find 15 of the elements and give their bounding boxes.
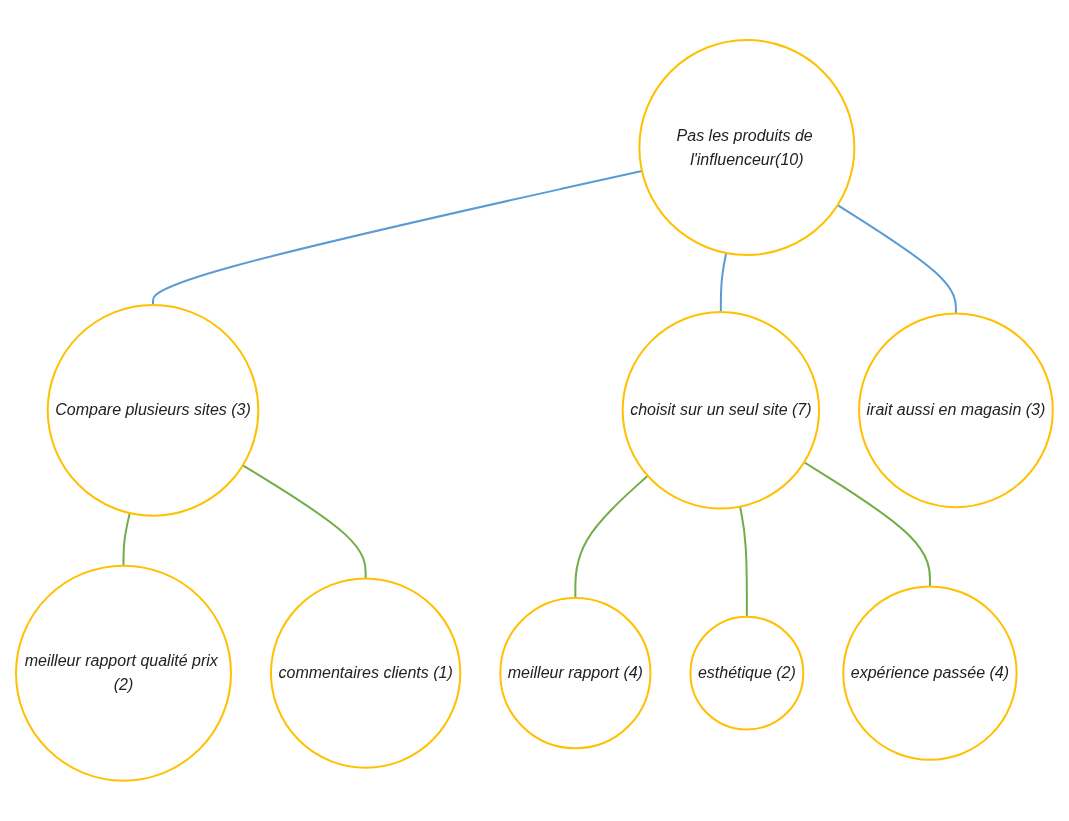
connector bbox=[739, 505, 748, 618]
node-circle: Pas les produits de l'influenceur(10) bbox=[638, 39, 856, 257]
connector bbox=[122, 512, 131, 567]
node-circle: Compare plusieurs sites (3) bbox=[46, 304, 260, 517]
node-circle: expérience passée (4) bbox=[842, 585, 1018, 761]
node-circle: esthétique (2) bbox=[689, 615, 805, 731]
connector bbox=[719, 252, 728, 314]
node-circle: irait aussi en magasin (3) bbox=[858, 312, 1054, 509]
node-circle: meilleur rapport qualité prix (2) bbox=[15, 564, 233, 782]
connector bbox=[574, 475, 649, 600]
node-circle: commentaires clients (1) bbox=[270, 577, 462, 769]
node-circle: meilleur rapport (4) bbox=[499, 597, 652, 750]
connector bbox=[836, 204, 958, 315]
connector bbox=[803, 461, 932, 588]
node-circle: choisit sur un seul site (7) bbox=[621, 311, 821, 510]
